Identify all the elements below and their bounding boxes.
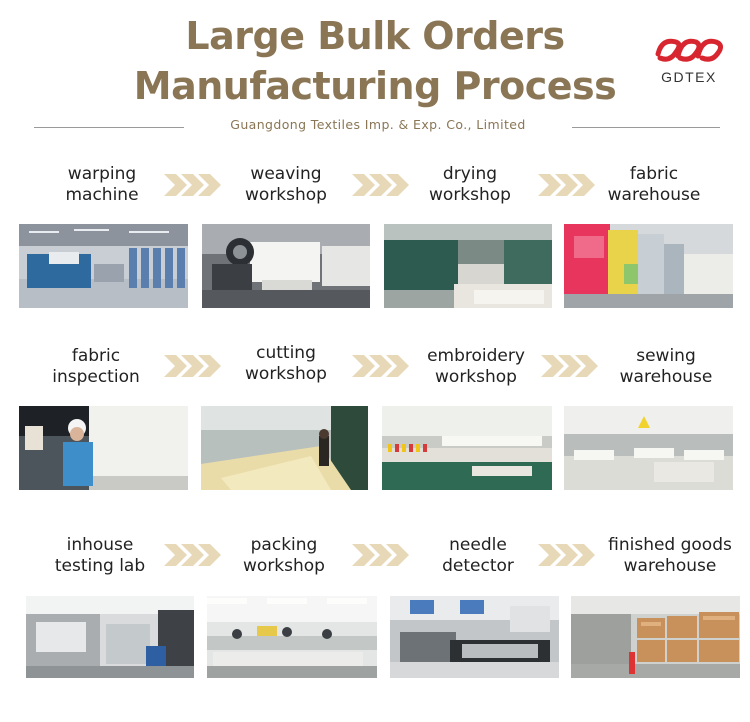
photo-weaving-workshop — [202, 224, 370, 308]
chevron-arrow-icon — [352, 174, 409, 196]
divider-left — [34, 127, 184, 128]
photo-needle-detector — [390, 596, 559, 678]
photo-warping-machine — [19, 224, 188, 308]
photo-sewing-warehouse — [564, 406, 733, 490]
divider-right — [572, 127, 720, 128]
chevron-arrow-icon — [352, 355, 409, 377]
photo-packing-workshop — [207, 596, 377, 678]
chevron-arrow-icon — [164, 544, 221, 566]
chevron-arrow-icon — [164, 174, 221, 196]
photo-finished-goods-warehouse — [571, 596, 740, 678]
gdtex-logo: GDTEX — [652, 34, 726, 88]
photo-fabric-inspection — [19, 406, 188, 490]
photo-cutting-workshop — [201, 406, 368, 490]
photo-fabric-warehouse — [564, 224, 733, 308]
chevron-arrow-icon — [352, 544, 409, 566]
photo-drying-workshop — [384, 224, 552, 308]
company-subtitle: Guangdong Textiles Imp. & Exp. Co., Limi… — [230, 117, 526, 132]
chevron-arrow-icon — [538, 174, 595, 196]
photo-embroidery-workshop — [382, 406, 552, 490]
page-title-line-2: Manufacturing Process — [133, 64, 617, 108]
chevron-arrow-icon — [541, 355, 598, 377]
logo-text: GDTEX — [661, 69, 717, 85]
chevron-arrow-icon — [164, 355, 221, 377]
chevron-arrow-icon — [538, 544, 595, 566]
gdtex-logo-icon — [655, 38, 724, 62]
page-title-line-1: Large Bulk Orders — [185, 14, 565, 58]
photo-inhouse-testing-lab — [26, 596, 194, 678]
